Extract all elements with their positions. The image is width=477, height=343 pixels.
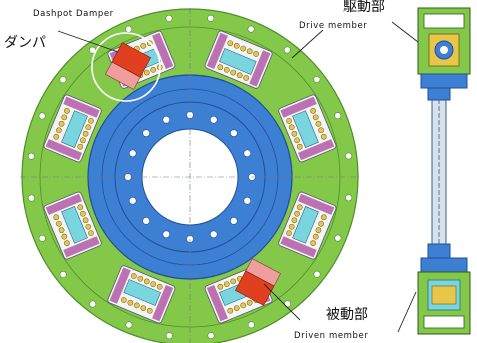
outer-bolt-hole	[59, 76, 67, 84]
outer-bolt-hole	[313, 75, 321, 83]
side-driven-slot	[423, 315, 465, 329]
dashpot-damper-label: Dashpot Damper	[33, 9, 114, 19]
damper-label-jp: ダンパ	[4, 35, 46, 51]
outer-bolt-hole	[125, 25, 133, 33]
spring-pocket	[278, 94, 337, 163]
hub-bolt-hole	[230, 217, 238, 225]
spring-pocket	[107, 265, 176, 324]
hub-bolt-hole	[209, 115, 218, 124]
outer-bolt-hole	[59, 271, 67, 279]
outer-bolt-hole	[27, 194, 35, 202]
drive-member-label: Drive member	[299, 21, 368, 31]
outer-bolt-hole	[165, 14, 173, 22]
outer-bolt-hole	[207, 332, 215, 340]
side-driven-boss	[427, 243, 451, 259]
hub-bolt-hole	[128, 149, 137, 158]
hub-bolt-hole	[128, 196, 137, 205]
driven-member-label-jp: 被動部	[326, 307, 368, 323]
hub-bolt-hole	[243, 196, 252, 205]
outer-bolt-hole	[334, 234, 342, 242]
spring-pocket	[278, 191, 337, 260]
outer-bolt-hole	[89, 300, 97, 308]
side-drive-flange	[420, 73, 468, 89]
outer-bolt-hole	[247, 321, 255, 329]
outer-bolt-hole	[125, 321, 133, 329]
outer-bolt-hole	[38, 234, 46, 242]
outer-ring-bolt-holes	[27, 14, 353, 340]
side-drive-slot	[423, 13, 465, 29]
driven-leader	[263, 283, 301, 321]
outer-bolt-hole	[165, 332, 173, 340]
outer-bolt-hole	[38, 112, 46, 120]
drive-side-leader	[391, 21, 419, 43]
side-drive-bearing-center	[440, 46, 448, 54]
outer-bolt-hole	[345, 194, 353, 202]
side-driven-spring	[431, 285, 457, 305]
dashpot-dampers	[105, 42, 281, 306]
hub-bolt-hole	[209, 230, 218, 239]
drive-leader	[291, 29, 324, 59]
drive-member-label-jp: 駆動部	[343, 0, 385, 15]
spring-pocket	[204, 30, 273, 89]
coupling-front-view	[20, 8, 360, 343]
outer-bolt-hole	[27, 152, 35, 160]
hub-bolt-hole	[243, 149, 252, 158]
hub-bolt-hole	[162, 230, 171, 239]
hub-bolt-hole	[230, 129, 238, 137]
outer-bolt-hole	[247, 25, 255, 33]
side-driven-flange	[420, 257, 468, 273]
outer-bolt-hole	[313, 270, 321, 278]
hub-bolt-hole	[162, 115, 171, 124]
outer-bolt-hole	[284, 300, 292, 308]
coupling-side-section-view	[417, 7, 471, 335]
driven-member-label: Driven member	[294, 331, 369, 341]
damper-highlight-circle	[91, 32, 161, 102]
spring-pocket	[43, 191, 102, 260]
spring-pocket	[43, 94, 102, 163]
dashpot-leader	[57, 30, 119, 53]
dashpot-damper	[105, 42, 151, 90]
leader-lines	[57, 21, 419, 333]
hub-bolt-hole	[142, 217, 150, 225]
outer-bolt-hole	[283, 46, 291, 54]
outer-bolt-hole	[334, 112, 342, 120]
dashpot-damper	[235, 258, 281, 306]
outer-bolt-hole	[207, 14, 215, 22]
outer-bolt-hole	[345, 152, 353, 160]
hub-bolt-hole	[142, 129, 150, 137]
driven-side-leader	[397, 291, 417, 333]
side-drive-boss	[427, 87, 451, 101]
